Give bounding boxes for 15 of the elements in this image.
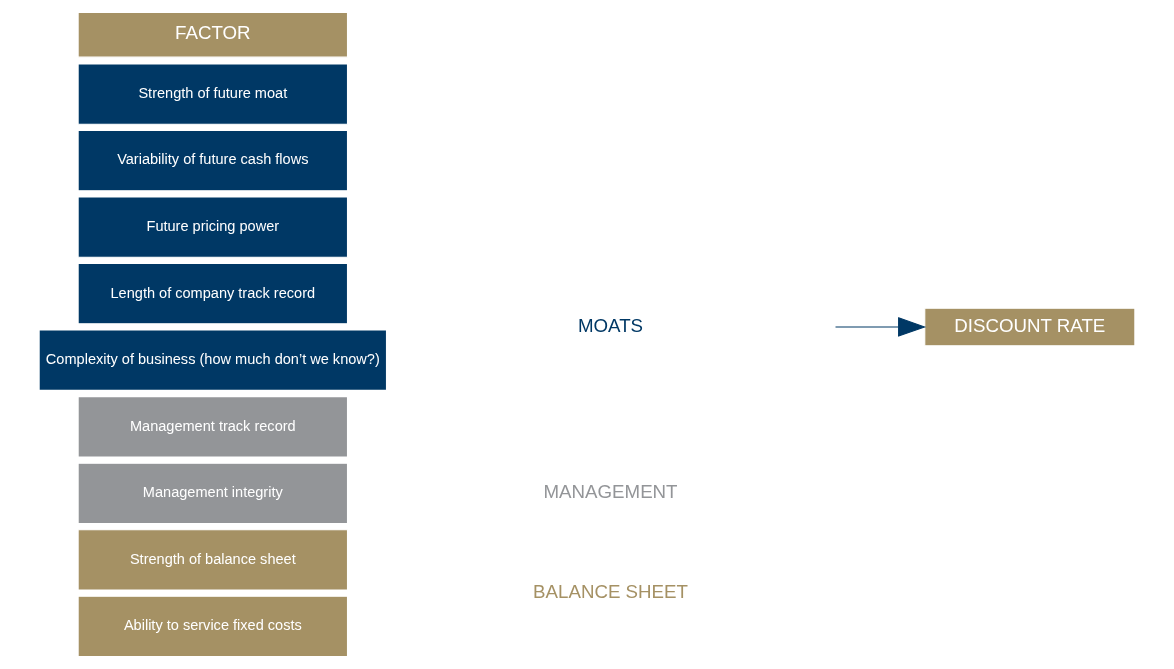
label: BALANCE SHEET — [533, 580, 688, 602]
node-box: Future pricing power — [77, 196, 348, 258]
node-box: Strength of future moat — [77, 63, 348, 125]
arrow — [835, 317, 927, 337]
label: MOATS — [577, 314, 644, 336]
node-box: Strength of balance sheet — [77, 529, 348, 591]
node-box: DISCOUNT RATE — [924, 307, 1136, 347]
node-box: Management integrity — [77, 462, 348, 524]
node-box: Complexity of business (how much don’t we know?) — [38, 329, 387, 391]
node-box: Management track record — [77, 396, 348, 458]
node-box: FACTOR — [77, 11, 348, 58]
label: MANAGEMENT — [543, 480, 678, 502]
node-box: Variability of future cash flows — [77, 129, 348, 192]
node-box: Ability to service fixed costs — [77, 595, 348, 658]
node-box: Length of company track record — [77, 263, 348, 325]
